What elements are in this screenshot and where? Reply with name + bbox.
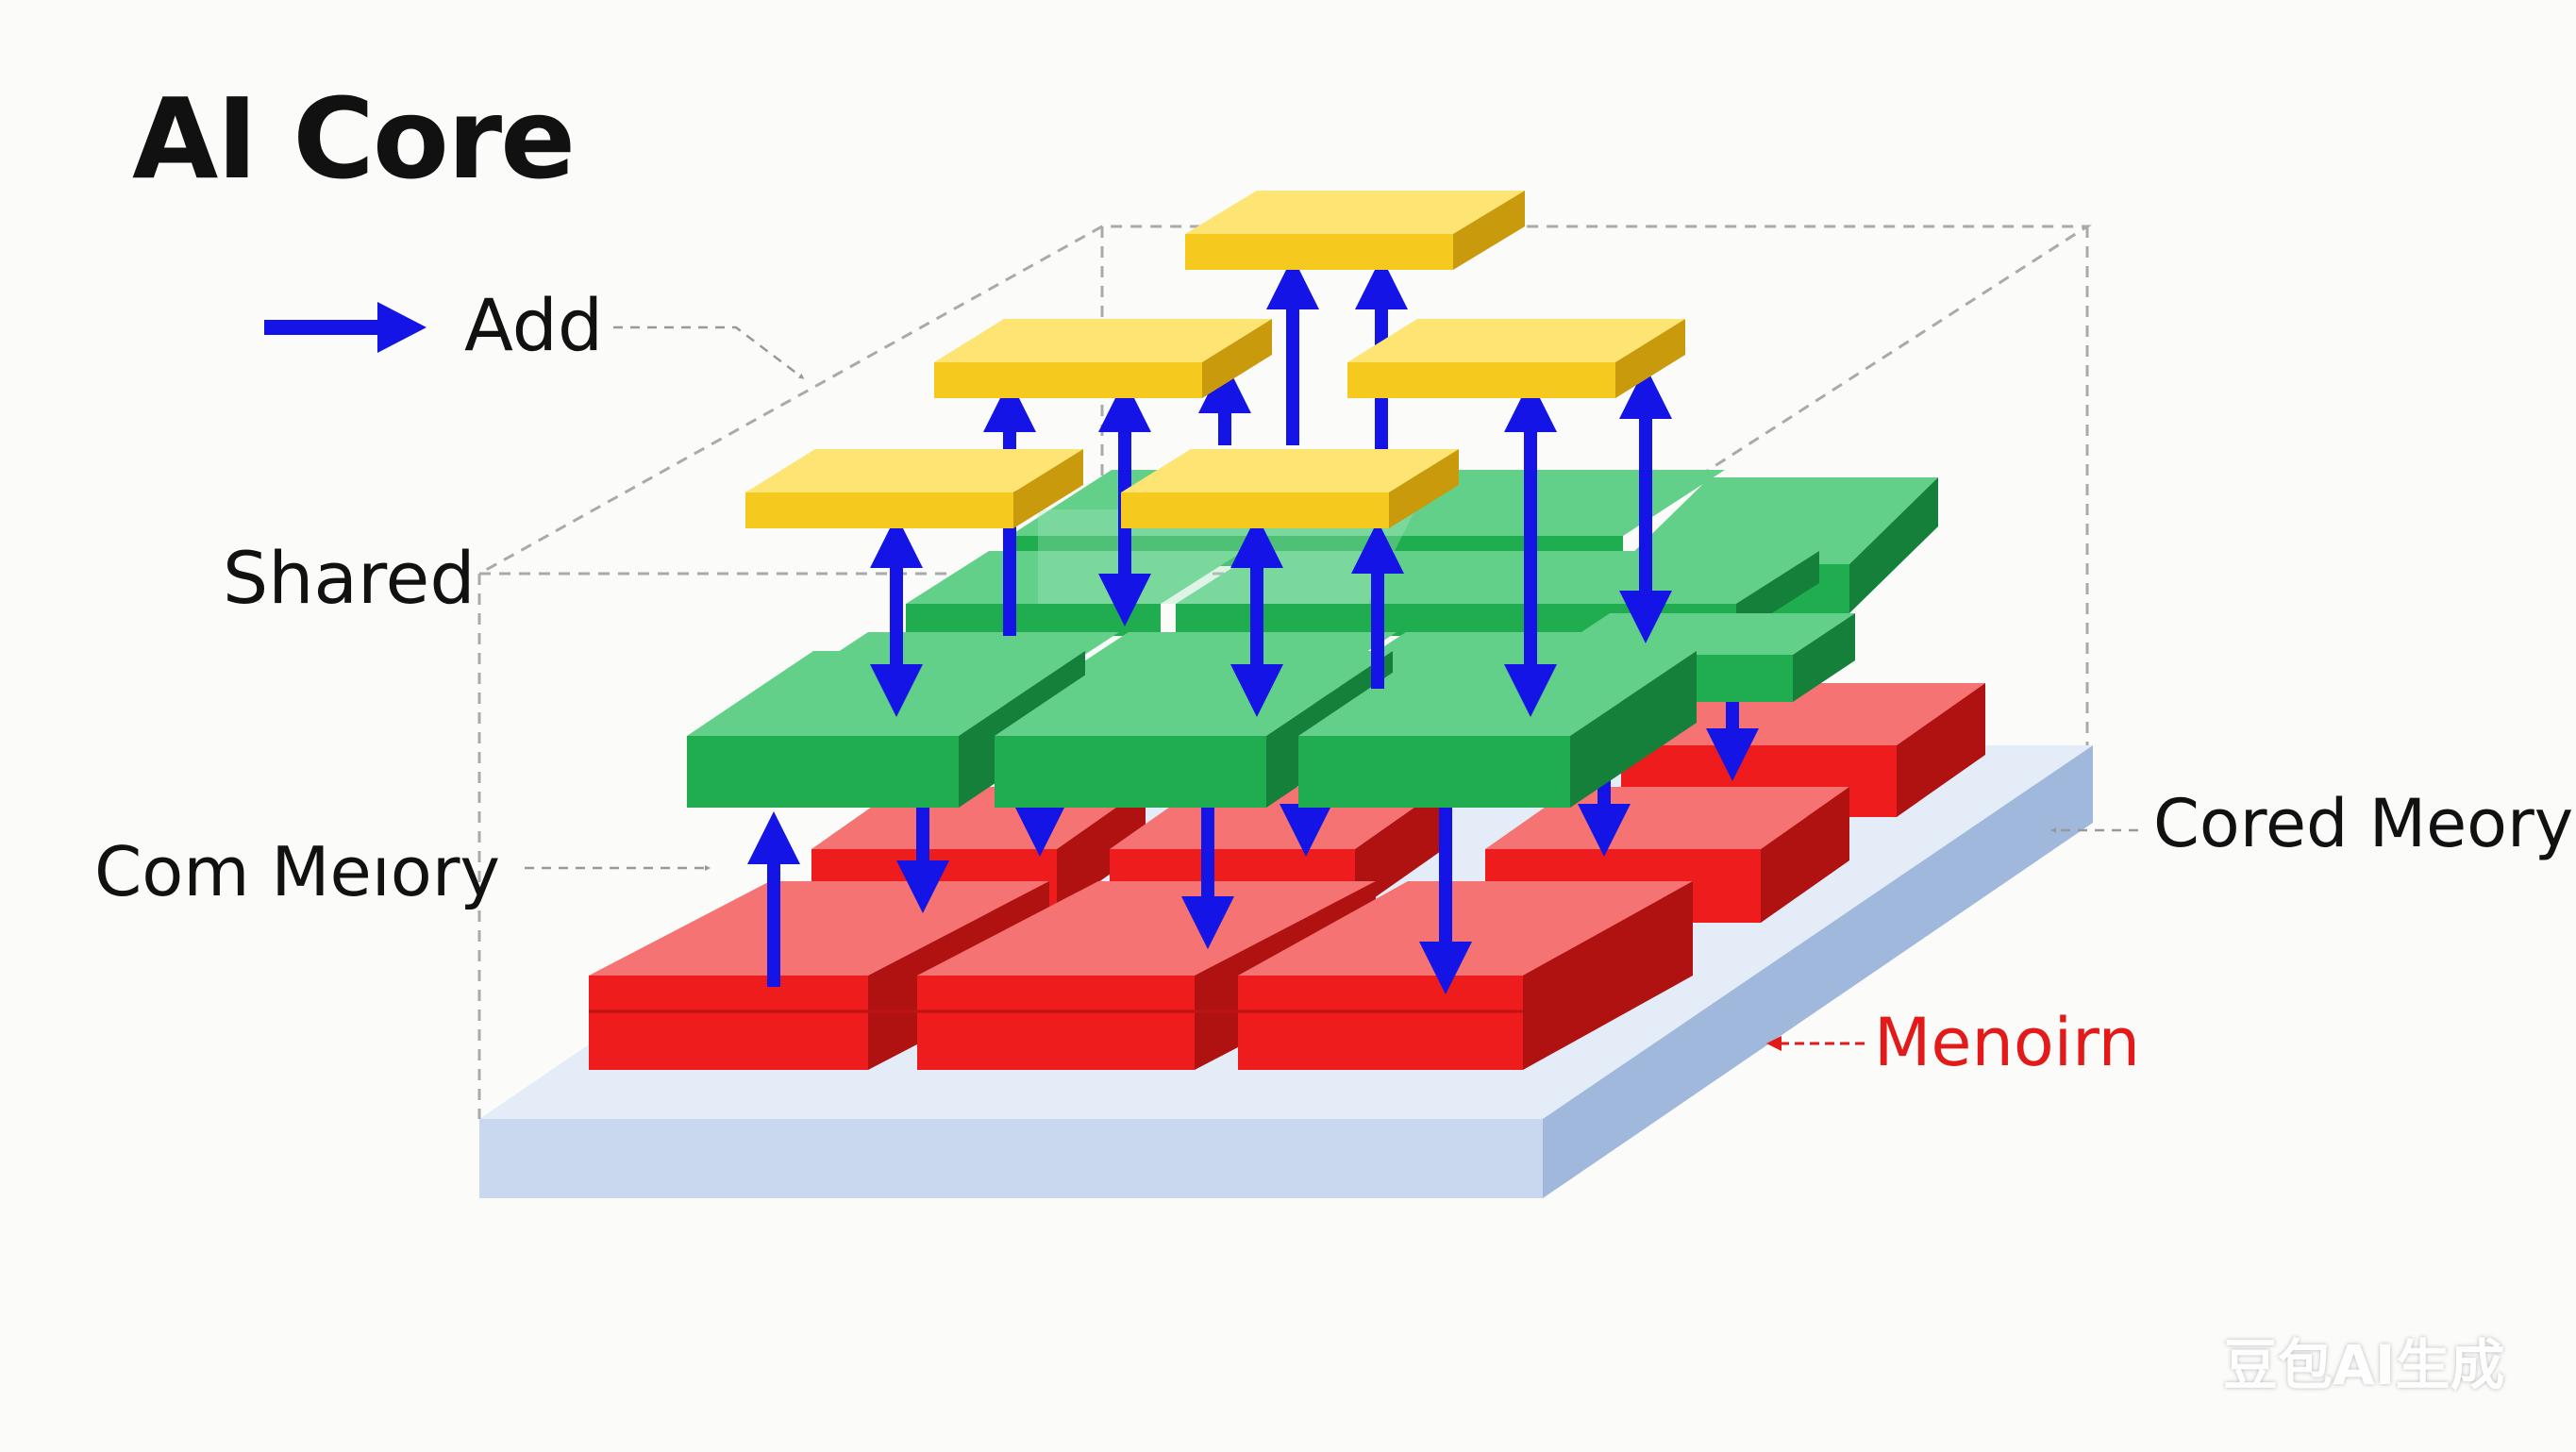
label-com-memory: Com Meıory [94, 832, 501, 911]
watermark: 豆包AI生成 [2223, 1333, 2505, 1397]
label-menoirn: Menoirn [1874, 1004, 2141, 1081]
red-memory-layer [589, 683, 1985, 1070]
red-green-arrows [747, 689, 1759, 994]
leader-lines [525, 325, 2138, 871]
arrow-right-icon [264, 302, 427, 353]
label-add: Add [464, 283, 604, 367]
label-shared: Shared [223, 536, 476, 620]
yellow-shared-layer [745, 191, 1685, 528]
page-title: AI Core [132, 74, 576, 204]
label-cored-memory: Cored Meory [2153, 785, 2574, 862]
